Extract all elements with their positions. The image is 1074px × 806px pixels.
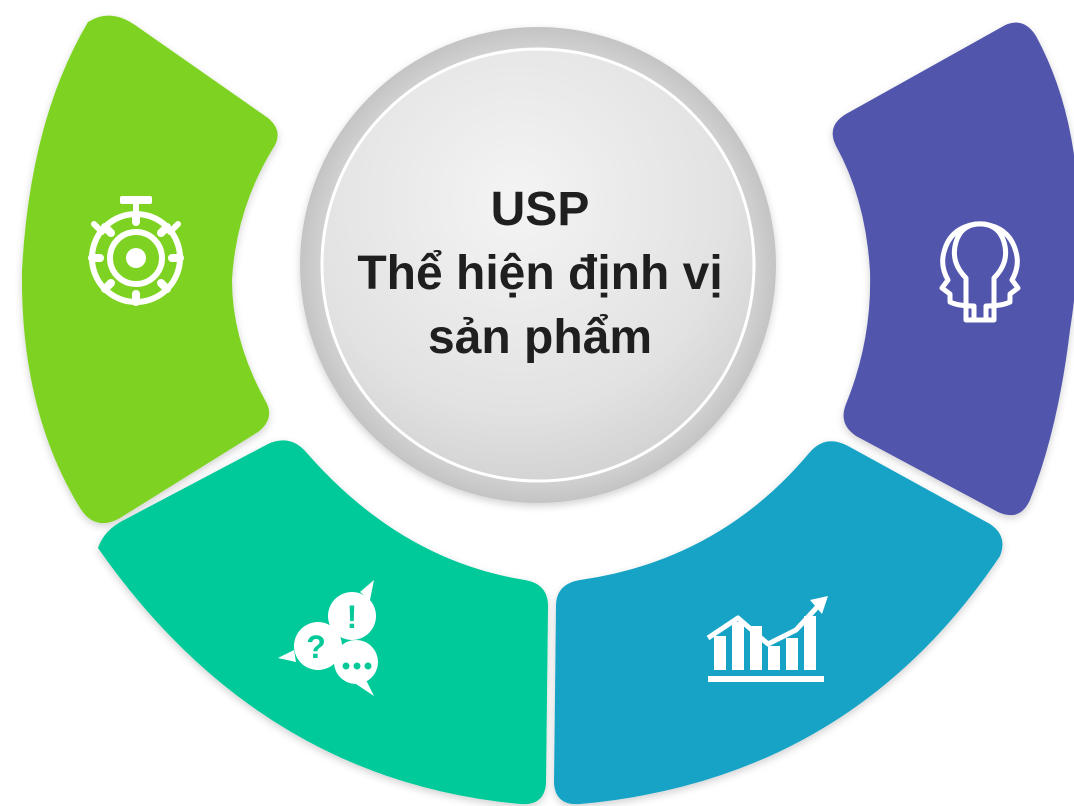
segment-right-upper bbox=[832, 22, 1074, 515]
center-title-line-2: Thể hiện định vị bbox=[357, 247, 723, 300]
segment-right-lower bbox=[554, 441, 1003, 805]
stopwatch-gear-icon bbox=[88, 196, 184, 306]
center-title-line-3: sản phẩm bbox=[427, 311, 653, 364]
center-title: USP Thể hiện định vị sản phẩm bbox=[310, 178, 770, 370]
center-circle bbox=[320, 47, 756, 483]
svg-text:!: ! bbox=[347, 599, 358, 635]
segment-left-lower bbox=[98, 440, 548, 805]
speech-bubbles-icon: ! ? bbox=[278, 580, 378, 696]
center-title-line-1: USP bbox=[490, 183, 590, 236]
two-heads-icon bbox=[939, 221, 1021, 323]
segment-left-upper bbox=[21, 15, 278, 524]
growth-chart-icon bbox=[706, 596, 828, 682]
svg-text:?: ? bbox=[306, 629, 326, 665]
